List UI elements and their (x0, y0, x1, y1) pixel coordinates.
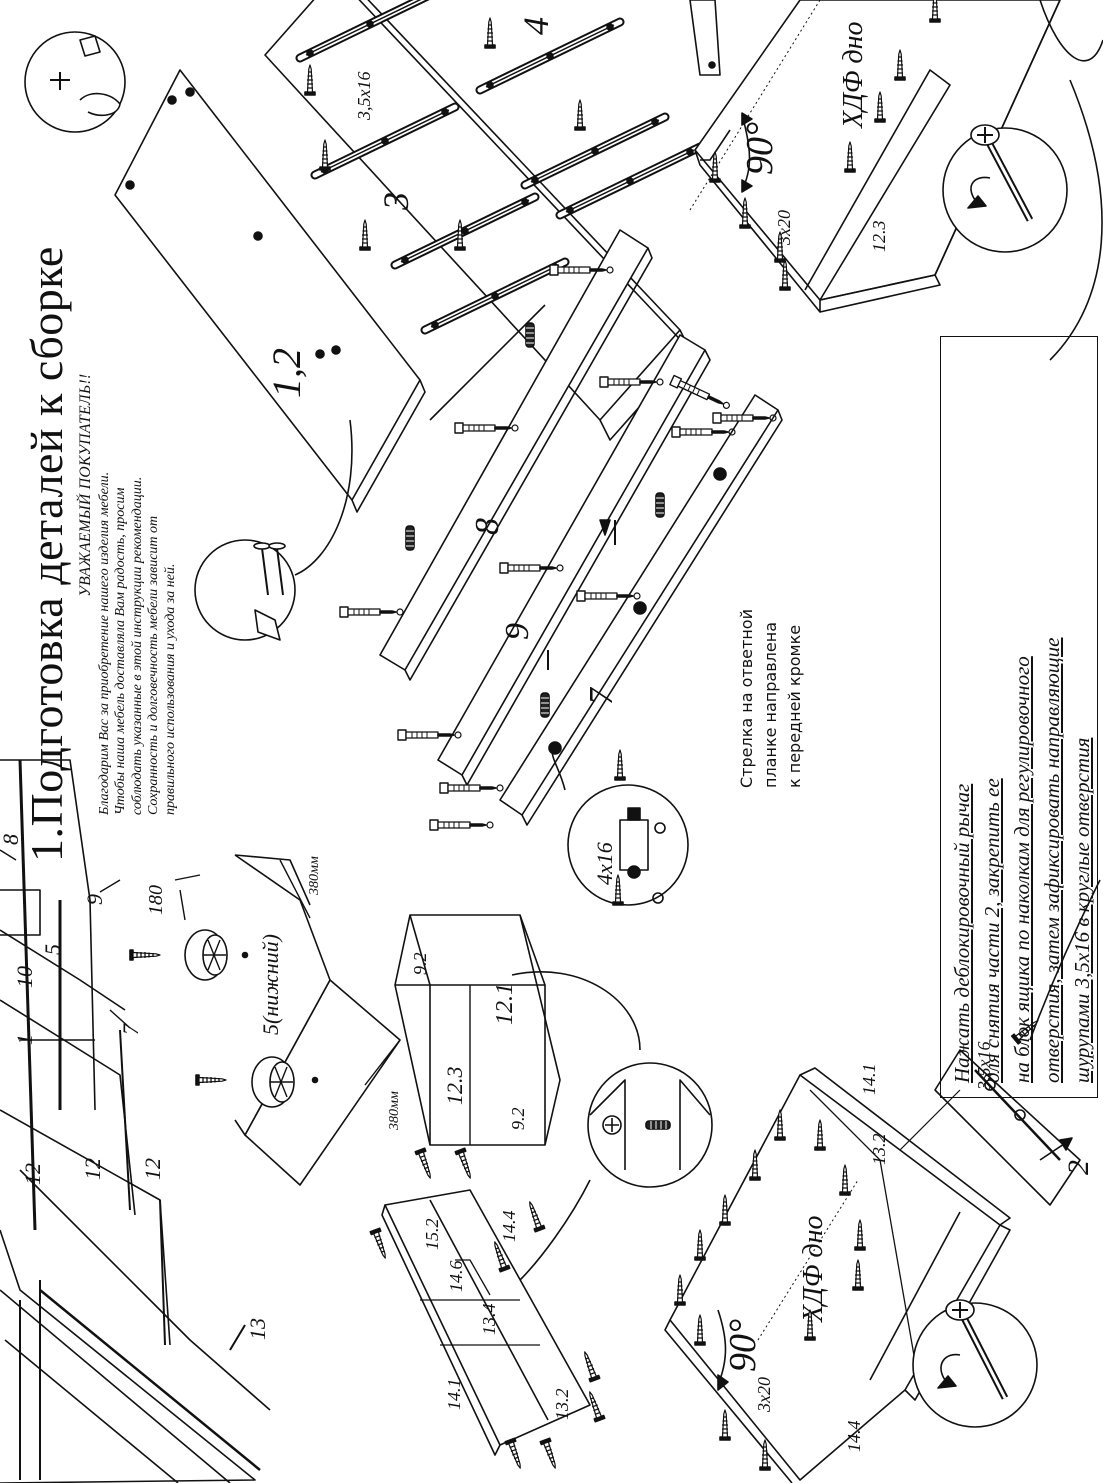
label-cab-13: 13 (245, 1318, 270, 1340)
label-drawer-12-3: 12.3 (869, 221, 889, 253)
screw-detail-circle-bottom (912, 1299, 1038, 1428)
label-screw-4x16: 4х16 (592, 842, 617, 885)
label-box-12-1: 12.1 (492, 983, 518, 1025)
label-cab-12-a: 12 (20, 1163, 45, 1185)
label-strip-9: 9 (499, 623, 536, 640)
lever-detail-circle (24, 31, 126, 133)
notice-line: Чтобы наша мебель доставляла Вам радость… (113, 487, 128, 815)
label-rail-b: 4 (516, 17, 556, 35)
nails-detail-circle (194, 419, 353, 641)
label-cab-8: 8 (0, 834, 23, 845)
label-box-9-2-b: 9.2 (508, 1108, 528, 1131)
label-box-14-4: 14.4 (499, 1211, 519, 1243)
dowel-detail-circle (519, 1062, 713, 1281)
label-drawer-14-4: 14.4 (844, 1421, 864, 1453)
arrow-note: Стрелка на ответной планке направлена к … (735, 609, 807, 788)
arrow-note-line: к передней кромке (785, 624, 804, 788)
label-drawer-14-1: 14.1 (859, 1064, 879, 1096)
label-strip-7: 7 (583, 686, 620, 705)
arrow-note-line: планке направлена (761, 622, 780, 788)
label-box-14-6: 14.6 (446, 1261, 466, 1293)
label-cab-10: 10 (12, 966, 37, 988)
label-rail-a: 3 (376, 192, 416, 211)
panel-1-2 (114, 69, 426, 513)
instruction-box: Нажать деблокировочный рычаг для снятия … (940, 336, 1098, 1098)
notice-line: соблюдать указанные в этой инструкции ре… (129, 476, 145, 815)
label-cab-1: 1 (12, 1034, 37, 1045)
hinge-detail-circle (551, 749, 689, 906)
notice-line: правильного использования и ухода за ней… (162, 563, 178, 815)
label-cab-12-c: 12 (140, 1158, 165, 1180)
furniture-feet (129, 929, 319, 1108)
label-cab-7: 7 (118, 1023, 143, 1035)
page-title: 1.Подготовка деталей к сборке (21, 246, 72, 862)
box-14 (381, 1189, 591, 1456)
label-box-9-2-a: 9.2 (410, 953, 430, 976)
label-drawer-angle-bottom: 90° (722, 1319, 764, 1372)
instruction-line: шурупами 3,5х16 в круглые отверстия (1070, 737, 1094, 1083)
strip-8 (379, 229, 653, 681)
label-screw-35x16-top: 3,5х16 (354, 72, 374, 122)
notice-heading: УВАЖАЕМЫЙ ПОКУПАТЕЛЬ!! (77, 373, 94, 597)
instruction-line: на блок ящика по наколкам для регулирово… (1010, 656, 1034, 1083)
slider-detail (899, 879, 1101, 1206)
notice-line: Сохранность и долговечность мебели завис… (146, 515, 161, 815)
label-strip-8: 8 (469, 518, 506, 535)
label-box-14-1: 14.1 (444, 1379, 464, 1411)
label-dim-380-b: 380мм (387, 1091, 402, 1131)
instruction-line: Нажать деблокировочный рычаг (950, 783, 974, 1083)
label-hdf-top: ХДФ дно (838, 22, 869, 130)
label-part-5-bottom: 5(нижний) (258, 934, 283, 1035)
label-cab-12-b: 12 (80, 1158, 105, 1180)
label-screw-3x20-bottom: 3х20 (754, 1377, 774, 1413)
label-screw-3x20-top: 3х20 (774, 210, 794, 246)
arrow-note-line: Стрелка на ответной (737, 609, 756, 788)
label-box-15-2: 15.2 (422, 1219, 442, 1251)
instruction-line: для снятия части 2, закрепить ее (980, 778, 1004, 1083)
label-cab-9: 9 (82, 894, 107, 905)
label-box-13-2: 13.2 (552, 1389, 572, 1421)
label-box-13-4: 13.4 (479, 1304, 499, 1336)
label-box-12-3: 12.3 (442, 1067, 467, 1106)
part-5-panel (174, 854, 401, 1186)
instruction-line: отверстия, затем зафиксировать направляю… (1040, 637, 1064, 1083)
label-dim-180: 180 (145, 885, 167, 915)
label-dim-380-a: 380мм (307, 856, 322, 896)
box-12 (394, 914, 561, 1146)
label-hdf-bottom: ХДФ дно (798, 1216, 829, 1324)
label-top-board: 1,2 (264, 348, 309, 398)
notice-line: Благодарим Вас за приобретение нашего из… (96, 471, 112, 815)
cabinet-exploded (0, 759, 271, 1483)
label-screw-35x16-bottom: 3,5х16 (974, 1042, 994, 1092)
screw-detail-circle-top (942, 124, 1068, 253)
label-slider-2: 2 (1062, 1160, 1095, 1175)
label-cab-5: 5 (40, 944, 65, 955)
drawer-top (694, 0, 1061, 313)
customer-notice: УВАЖАЕМЫЙ ПОКУПАТЕЛЬ!! Благодарим Вас за… (77, 155, 179, 815)
label-drawer-13-2: 13.2 (869, 1134, 889, 1166)
